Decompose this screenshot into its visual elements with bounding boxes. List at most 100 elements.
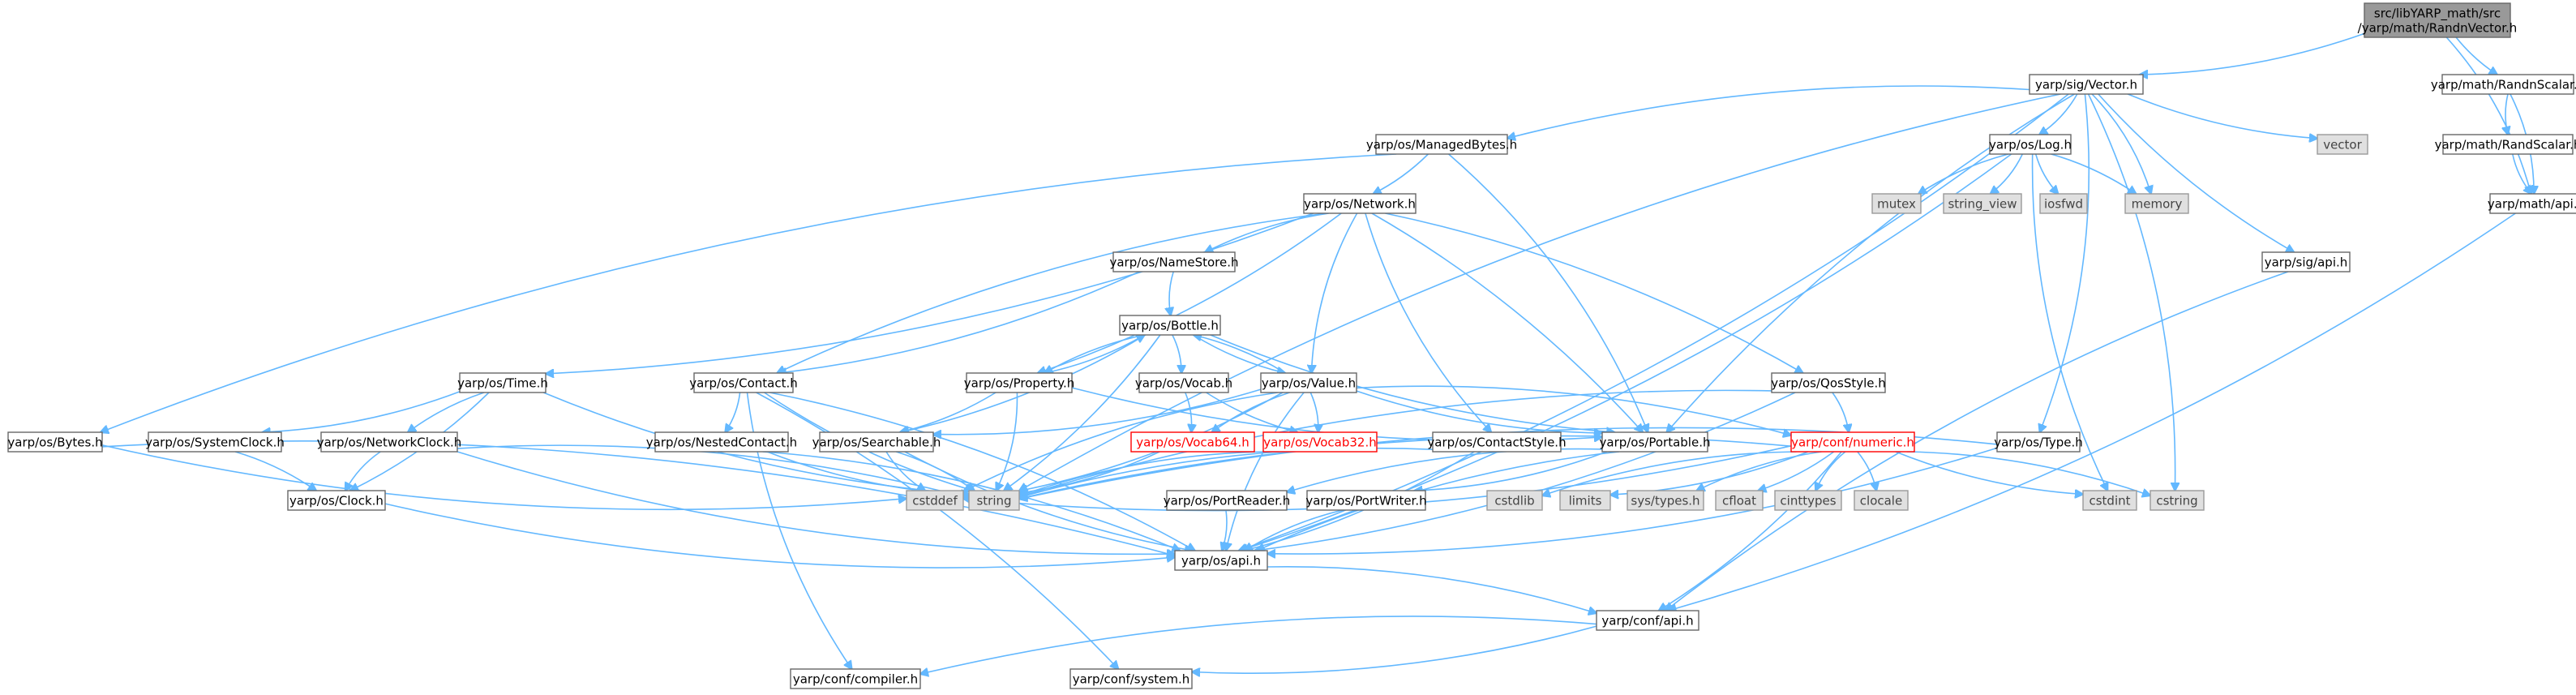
node-box: [459, 372, 546, 393]
node-box: [1989, 134, 2072, 155]
node-box: [1119, 315, 1221, 336]
dependency-edge-portreader-to-os_api: [1222, 509, 1227, 551]
node-systemclock[interactable]: yarp/os/SystemClock.h: [145, 431, 285, 453]
node-sig-api[interactable]: yarp/sig/api.h: [2261, 251, 2351, 272]
node-bottle[interactable]: yarp/os/Bottle.h: [1119, 315, 1221, 336]
node-log[interactable]: yarp/os/Log.h: [1989, 134, 2072, 155]
node-networkclock[interactable]: yarp/os/NetworkClock.h: [317, 431, 462, 453]
dependency-edge-time-to-systemclock: [262, 391, 461, 432]
dependency-edge-managedbytes-to-network: [1374, 153, 1429, 194]
node-qosstyle[interactable]: yarp/os/QosStyle.h: [1771, 372, 1886, 393]
node-time[interactable]: yarp/os/Time.h: [457, 372, 548, 393]
node-network[interactable]: yarp/os/Network.h: [1303, 193, 1417, 214]
dependency-edge-vocab-to-vocab32: [1206, 392, 1298, 432]
node-vocab32[interactable]: yarp/os/Vocab32.h: [1262, 431, 1378, 453]
node-vocab[interactable]: yarp/os/Vocab.h: [1135, 372, 1232, 393]
node-label: cstdint: [2089, 494, 2130, 508]
node-property[interactable]: yarp/os/Property.h: [964, 372, 1074, 393]
node-label: yarp/os/Bytes.h: [7, 435, 102, 450]
node-box: [1601, 431, 1708, 453]
node-namestore[interactable]: yarp/os/NameStore.h: [1109, 251, 1239, 272]
node-box: [2150, 490, 2205, 511]
node-vocab64[interactable]: yarp/os/Vocab64.h: [1130, 431, 1255, 453]
dependency-edge-contact-to-nestedcontact: [725, 392, 741, 432]
dependency-edge-value-to-searchable: [933, 388, 1262, 435]
node-label: yarp/os/Searchable.h: [812, 435, 941, 450]
dependency-edge-property-to-bottle: [1044, 335, 1144, 374]
dependency-edge-numeric-to-cstdint: [1895, 451, 2083, 495]
node-box: [2261, 251, 2351, 272]
node-box: [2039, 193, 2088, 214]
node-cstring: cstring: [2150, 490, 2205, 511]
dependency-edge-vocab-to-vocab64: [1185, 392, 1192, 432]
node-box: [654, 431, 789, 453]
node-box: [2082, 490, 2137, 511]
node-clock[interactable]: yarp/os/Clock.h: [287, 490, 386, 511]
node-box: [1375, 134, 1508, 155]
node-label: cinttypes: [1780, 494, 1836, 508]
node-label: yarp/os/Clock.h: [289, 494, 384, 508]
dependency-edge-log-to-memory: [2051, 153, 2137, 194]
dependency-edge-vector_h-to-memory: [2091, 93, 2151, 194]
dependency-edge-network-to-contact: [777, 212, 1327, 373]
node-label: yarp/math/api.h: [2488, 197, 2576, 212]
node-compiler[interactable]: yarp/conf/compiler.h: [790, 668, 921, 689]
dependency-edge-conf_api-to-compiler: [920, 616, 1597, 674]
node-label: yarp/os/NestedContact.h: [646, 435, 797, 450]
dependency-edge-networkclock-to-clock: [345, 451, 381, 491]
dependency-edge-network-to-property: [1038, 212, 1342, 373]
node-managedbytes[interactable]: yarp/os/ManagedBytes.h: [1366, 134, 1517, 155]
node-box: [7, 431, 103, 453]
node-label: vector: [2323, 138, 2362, 152]
node-value[interactable]: yarp/os/Value.h: [1260, 372, 1357, 393]
node-cstddef: cstddef: [906, 490, 964, 511]
node-portwriter[interactable]: yarp/os/PortWriter.h: [1305, 490, 1427, 511]
node-root[interactable]: src/libYARP_math/src/yarp/math/RandnVect…: [2358, 2, 2518, 38]
node-system[interactable]: yarp/conf/system.h: [1069, 668, 1193, 689]
node-label: yarp/math/RandScalar.h: [2435, 138, 2576, 152]
node-bytes[interactable]: yarp/os/Bytes.h: [7, 431, 103, 453]
node-os-api[interactable]: yarp/os/api.h: [1174, 550, 1268, 571]
node-systypes: sys/types.h: [1627, 490, 1704, 511]
dependency-edge-value-to-cstddef: [963, 392, 1278, 491]
node-randscalar[interactable]: yarp/math/RandScalar.h: [2435, 134, 2576, 155]
node-label: yarp/math/RandnScalar.h: [2431, 78, 2576, 92]
node-label: yarp/os/SystemClock.h: [145, 435, 285, 450]
node-label: string: [976, 494, 1011, 508]
dependency-edge-root-to-randnscalar: [2455, 36, 2497, 75]
node-math-api[interactable]: yarp/math/api.h: [2488, 193, 2576, 214]
node-box: [968, 490, 1020, 511]
dependency-edge-contact-to-system: [756, 392, 1119, 669]
dependency-edge-vector_h-to-cstring: [2087, 93, 2175, 491]
dependency-edge-numeric-to-conf_api: [1659, 451, 1842, 611]
node-type[interactable]: yarp/os/Type.h: [1994, 431, 2083, 453]
node-conf-api[interactable]: yarp/conf/api.h: [1596, 610, 1699, 631]
dependency-edge-networkclock-to-os_api: [456, 451, 1175, 554]
node-randnscalar[interactable]: yarp/math/RandnScalar.h: [2431, 74, 2576, 95]
node-portable[interactable]: yarp/os/Portable.h: [1600, 431, 1711, 453]
dependency-edge-contact-to-os_api: [769, 392, 1194, 551]
node-box: [2124, 193, 2189, 214]
dependency-edge-network-to-time: [546, 212, 1314, 374]
node-searchable[interactable]: yarp/os/Searchable.h: [812, 431, 941, 453]
node-portreader[interactable]: yarp/os/PortReader.h: [1164, 490, 1291, 511]
dependency-edge-vector_h-to-portable: [1667, 93, 2075, 432]
dependency-edge-log-to-mutex: [1918, 153, 2009, 194]
node-box: [287, 490, 386, 511]
node-label: yarp/os/Network.h: [1304, 197, 1416, 212]
node-vector-h[interactable]: yarp/sig/Vector.h: [2029, 74, 2144, 95]
node-numeric[interactable]: yarp/conf/numeric.h: [1790, 431, 1915, 453]
node-box: [906, 490, 964, 511]
node-contact[interactable]: yarp/os/Contact.h: [689, 372, 798, 393]
dependency-edge-property-to-string: [997, 392, 1018, 491]
dependency-edge-network-to-value: [1311, 212, 1358, 373]
dependency-edge-value-to-numeric: [1356, 385, 1791, 435]
node-box: [1138, 372, 1229, 393]
node-label: yarp/sig/Vector.h: [2035, 78, 2137, 92]
node-box: [1260, 372, 1357, 393]
node-string-view: string_view: [1943, 193, 2022, 214]
node-contactstyle[interactable]: yarp/os/ContactStyle.h: [1427, 431, 1567, 453]
node-box: [2441, 74, 2574, 95]
dependency-edge-value-to-bottle: [1194, 335, 1286, 374]
node-nestedcontact[interactable]: yarp/os/NestedContact.h: [646, 431, 797, 453]
